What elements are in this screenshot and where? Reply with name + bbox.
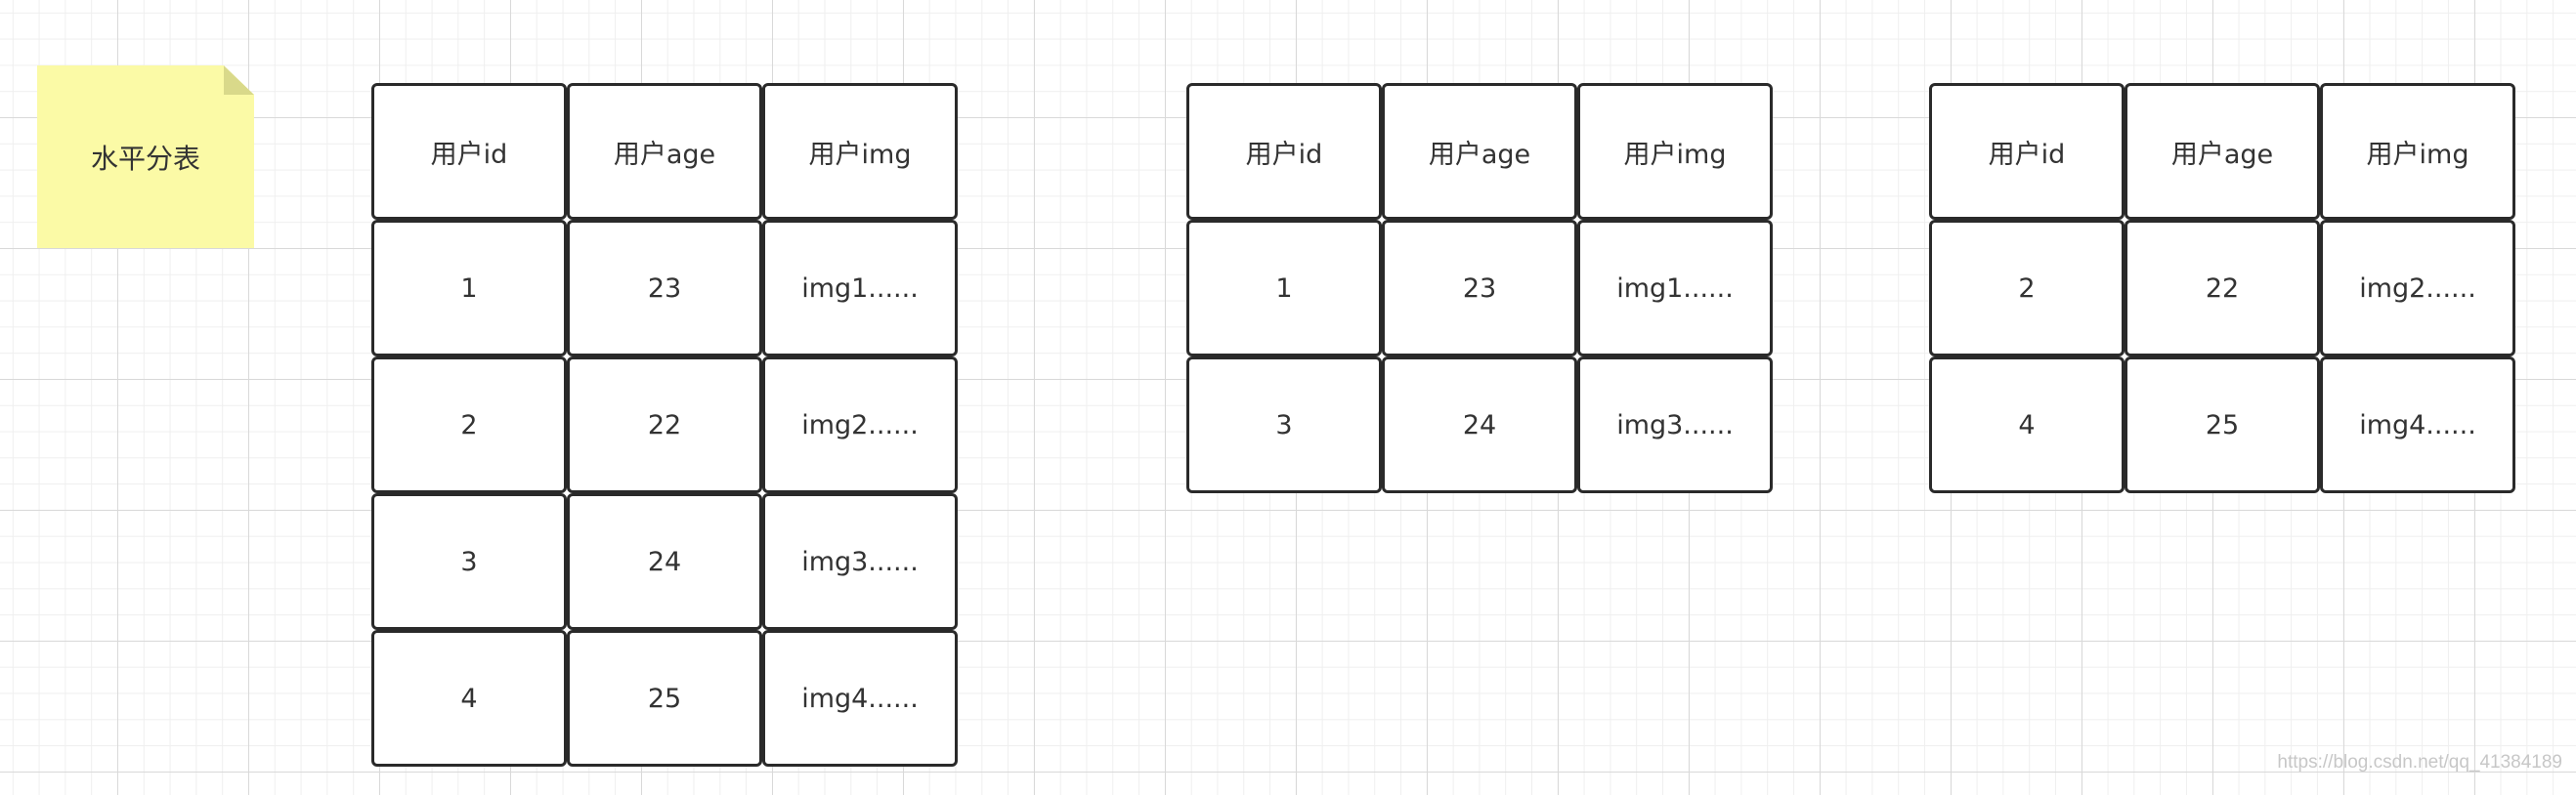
table-cell[interactable]: 1 [371,220,567,356]
table-cell[interactable]: 1 [1186,220,1382,356]
table-cell[interactable]: img2...... [762,356,958,493]
table-cell[interactable]: 4 [1929,356,2125,493]
table-cell[interactable]: img1...... [1577,220,1773,356]
table-cell[interactable]: img4...... [762,630,958,767]
note-text: 水平分表 [90,142,200,175]
table-header-cell[interactable]: 用户img [1577,83,1773,220]
table-cell[interactable]: 22 [567,356,762,493]
table-cell[interactable]: img3...... [762,493,958,630]
table-cell[interactable]: 25 [2125,356,2320,493]
table-header-cell[interactable]: 用户age [567,83,762,220]
table-cell[interactable]: 23 [1382,220,1577,356]
table-header-cell[interactable]: 用户age [1382,83,1577,220]
table-cell[interactable]: 3 [1186,356,1382,493]
table-cell[interactable]: 24 [1382,356,1577,493]
table-cell[interactable]: 2 [371,356,567,493]
table-header-cell[interactable]: 用户id [371,83,567,220]
table-cell[interactable]: 22 [2125,220,2320,356]
table-cell[interactable]: 4 [371,630,567,767]
table-cell[interactable]: 24 [567,493,762,630]
table-header-cell[interactable]: 用户id [1929,83,2125,220]
table-cell[interactable]: 3 [371,493,567,630]
table-header-cell[interactable]: 用户img [762,83,958,220]
table-header-cell[interactable]: 用户id [1186,83,1382,220]
watermark: https://blog.csdn.net/qq_41384189 [2277,752,2562,773]
table-header-cell[interactable]: 用户age [2125,83,2320,220]
table-header-cell[interactable]: 用户img [2320,83,2515,220]
table-cell[interactable]: 25 [567,630,762,767]
sticky-note[interactable]: 水平分表 [37,65,254,248]
table-cell[interactable]: 2 [1929,220,2125,356]
table-cell[interactable]: img2...... [2320,220,2515,356]
table-cell[interactable]: img3...... [1577,356,1773,493]
table-cell[interactable]: img1...... [762,220,958,356]
table-cell[interactable]: img4...... [2320,356,2515,493]
table-cell[interactable]: 23 [567,220,762,356]
